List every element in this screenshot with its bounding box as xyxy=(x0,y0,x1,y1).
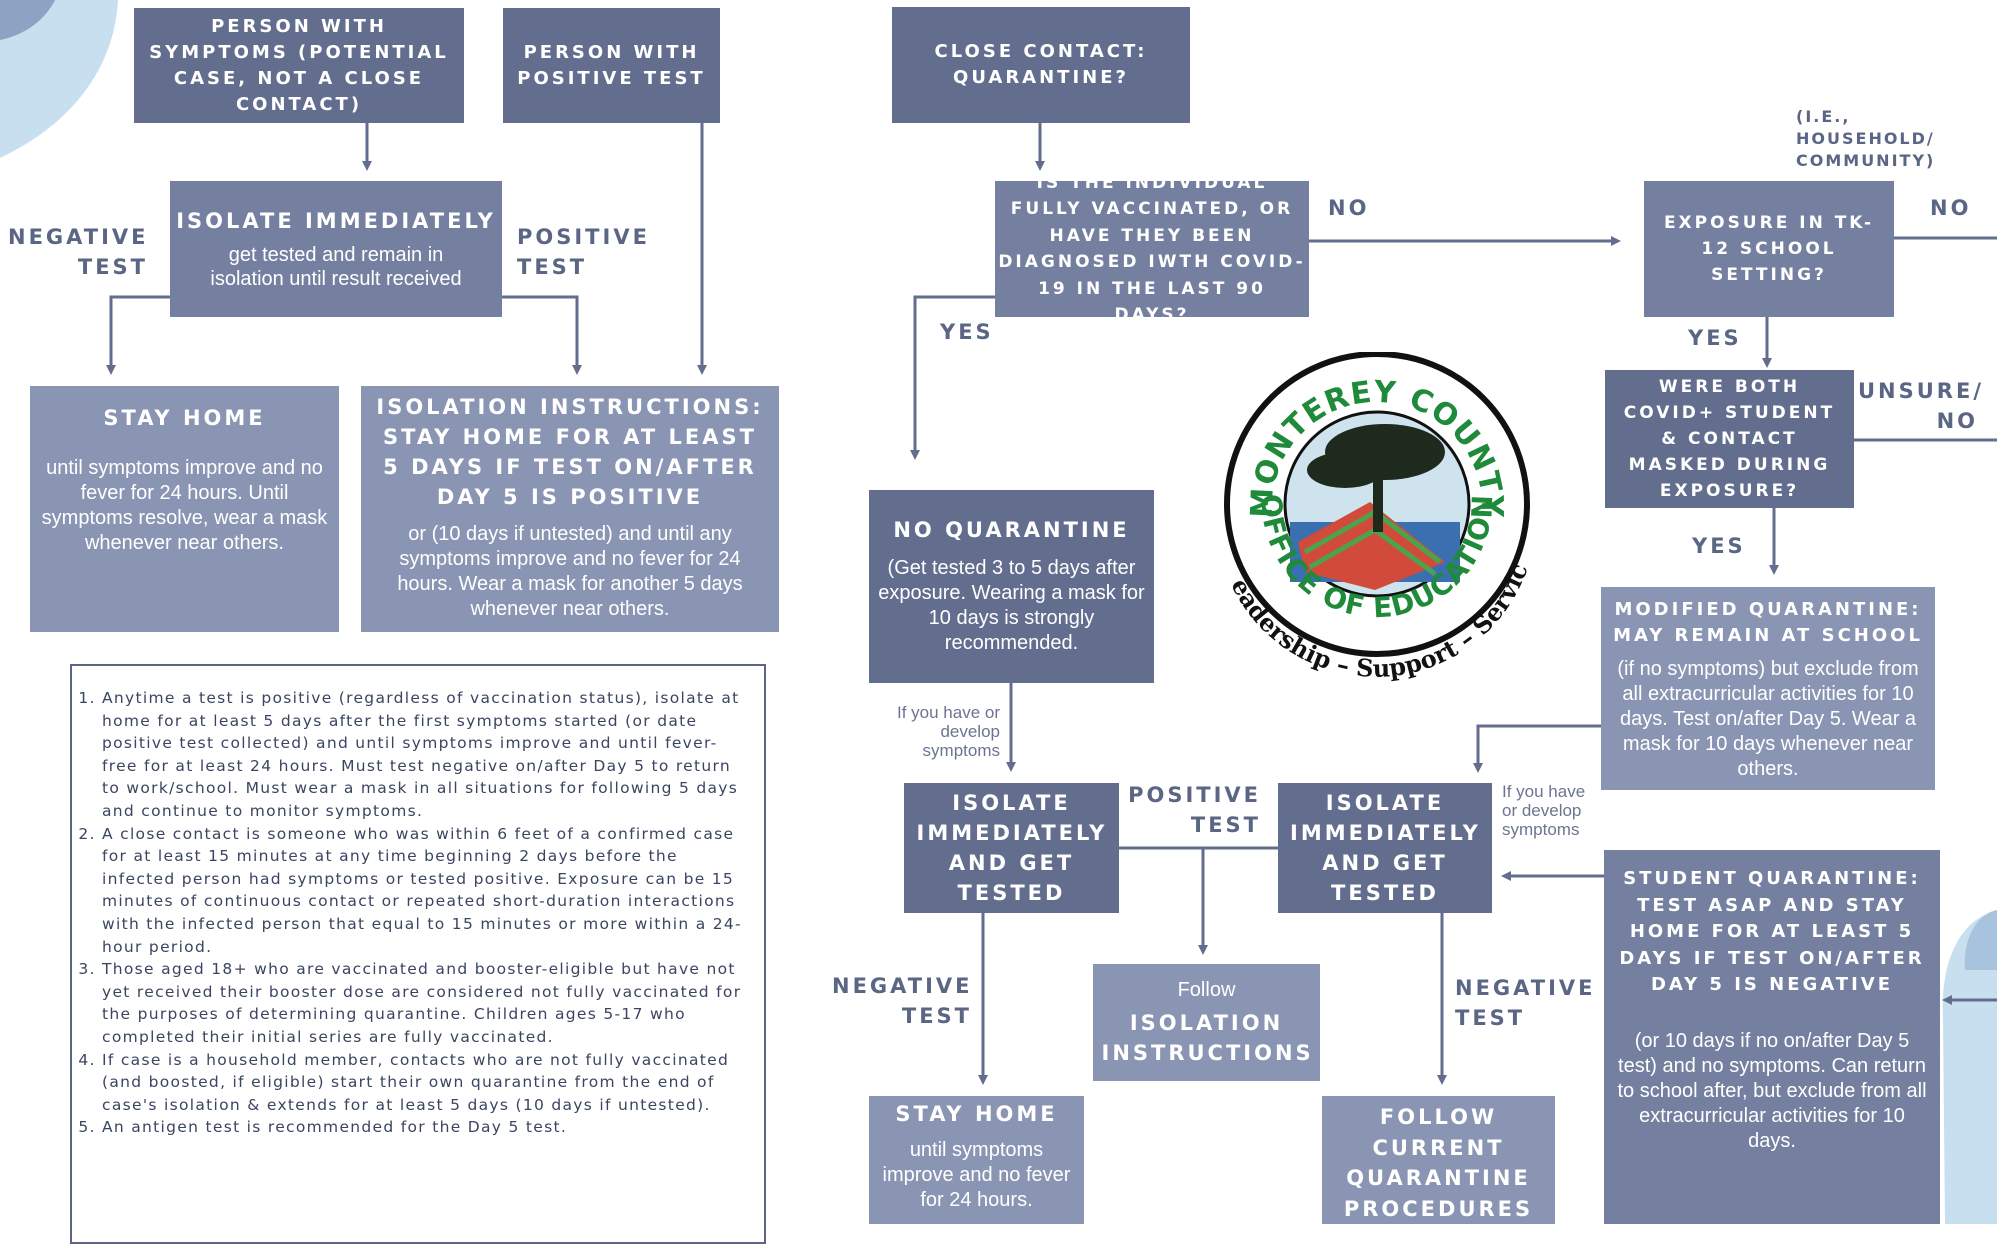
isolation-instructions-body: or (10 days if untested) and until any s… xyxy=(397,523,743,620)
yes-label-vaccinated: YES xyxy=(940,320,994,344)
modified-quarantine-title: MODIFIED QUARANTINE: MAY REMAIN AT SCHOO… xyxy=(1613,599,1923,646)
student-quarantine-box: STUDENT QUARANTINE: TEST ASAP AND STAY H… xyxy=(1604,850,1940,1224)
decorative-blob-bottom-right xyxy=(1942,910,1997,1224)
masked-question-text: WERE BOTH COVID+ STUDENT & CONTACT MASKE… xyxy=(1623,377,1836,501)
student-quarantine-title: STUDENT QUARANTINE: TEST ASAP AND STAY H… xyxy=(1619,868,1925,995)
isolate-immediately-body: get tested and remain in isolation until… xyxy=(210,244,462,290)
masked-question-box: WERE BOTH COVID+ STUDENT & CONTACT MASKE… xyxy=(1605,370,1854,508)
close-contact-box: CLOSE CONTACT: QUARANTINE? xyxy=(892,7,1190,123)
yes-label-tk12: YES xyxy=(1688,326,1742,350)
unsure-no-label: UNSURE/ NO xyxy=(1858,379,1984,433)
follow-isolation-box: Follow ISOLATION INSTRUCTIONS xyxy=(1093,964,1320,1081)
stay-home-body: until symptoms improve and no fever for … xyxy=(41,457,328,554)
monterey-county-office-of-education-logo: MONTEREY COUNTY OFFICE OF EDUCATION Lead… xyxy=(1210,352,1534,682)
footnote-item: Anytime a test is positive (regardless o… xyxy=(102,687,746,823)
if-symptoms-note-1: If you have or develop symptoms xyxy=(896,703,1000,760)
left-positive-test-label: POSITIVE TEST xyxy=(517,225,650,279)
isolate-immediately-title: ISOLATE IMMEDIATELY xyxy=(176,209,496,233)
stay-home-box-right: STAY HOME until symptoms improve and no … xyxy=(869,1096,1084,1224)
decorative-blob-top-left xyxy=(0,0,118,158)
modified-quarantine-body: (if no symptoms) but exclude from all ex… xyxy=(1617,658,1919,780)
no-label-tk12: NO xyxy=(1930,196,1972,220)
footnotes-box: Anytime a test is positive (regardless o… xyxy=(70,664,766,1244)
vaccinated-question-box: IS THE INDIVIDUAL FULLY VACCINATED, OR H… xyxy=(995,173,1309,325)
isolate-immediately-box: ISOLATE IMMEDIATELY get tested and remai… xyxy=(170,181,502,317)
isolate-and-test-text-2: ISOLATE IMMEDIATELY AND GET TESTED xyxy=(1290,791,1481,905)
close-contact-text: CLOSE CONTACT: QUARANTINE? xyxy=(934,41,1148,88)
footnotes-list: Anytime a test is positive (regardless o… xyxy=(80,687,746,1139)
no-label-vaccinated: NO xyxy=(1328,196,1370,220)
footnote-item: A close contact is someone who was withi… xyxy=(102,823,746,959)
follow-quarantine-text: FOLLOW CURRENT QUARANTINE PROCEDURES xyxy=(1343,1105,1534,1221)
no-quarantine-box: NO QUARANTINE (Get tested 3 to 5 days af… xyxy=(869,490,1154,683)
if-symptoms-note-2: If you have or develop symptoms xyxy=(1502,782,1586,839)
person-with-symptoms-box: PERSON WITH SYMPTOMS (POTENTIAL CASE, NO… xyxy=(134,8,464,123)
person-with-symptoms-text: PERSON WITH SYMPTOMS (POTENTIAL CASE, NO… xyxy=(149,15,449,115)
no-quarantine-body: (Get tested 3 to 5 days after exposure. … xyxy=(878,557,1145,654)
student-quarantine-body: (or 10 days if no on/after Day 5 test) a… xyxy=(1617,1029,1927,1152)
modified-quarantine-box: MODIFIED QUARANTINE: MAY REMAIN AT SCHOO… xyxy=(1601,587,1935,790)
follow-word: Follow xyxy=(1177,978,1236,1001)
follow-quarantine-box: FOLLOW CURRENT QUARANTINE PROCEDURES xyxy=(1322,1096,1555,1224)
person-with-positive-test-text: PERSON WITH POSITIVE TEST xyxy=(517,41,706,89)
stay-home-box: STAY HOME until symptoms improve and no … xyxy=(30,386,339,632)
tk12-question-box: EXPOSURE IN TK-12 SCHOOL SETTING? xyxy=(1644,181,1894,317)
follow-isolation-title: ISOLATION INSTRUCTIONS xyxy=(1101,1010,1314,1065)
no-quarantine-title: NO QUARANTINE xyxy=(893,518,1130,542)
footnote-item: If case is a household member, contacts … xyxy=(102,1049,746,1117)
tk12-question-text: EXPOSURE IN TK-12 SCHOOL SETTING? xyxy=(1663,213,1875,285)
negative-test-label-right-2: NEGATIVE TEST xyxy=(1455,976,1596,1030)
isolation-instructions-title: ISOLATION INSTRUCTIONS: STAY HOME FOR AT… xyxy=(376,395,764,509)
stay-home-title: STAY HOME xyxy=(103,406,266,430)
footnote-item: Those aged 18+ who are vaccinated and bo… xyxy=(102,958,746,1048)
person-with-positive-test-box: PERSON WITH POSITIVE TEST xyxy=(503,8,720,123)
footnote-item: An antigen test is recommended for the D… xyxy=(102,1116,746,1139)
left-negative-test-label: NEGATIVE TEST xyxy=(8,225,149,279)
vaccinated-question-text: IS THE INDIVIDUAL FULLY VACCINATED, OR H… xyxy=(998,172,1306,326)
isolate-and-test-box-2: ISOLATE IMMEDIATELY AND GET TESTED xyxy=(1278,783,1492,913)
stay-home-title-right: STAY HOME xyxy=(895,1102,1058,1126)
isolate-and-test-box-1: ISOLATE IMMEDIATELY AND GET TESTED xyxy=(904,783,1119,913)
yes-label-masked: YES xyxy=(1692,534,1746,558)
household-note: (I.E., HOUSEHOLD/ COMMUNITY) xyxy=(1796,107,1936,170)
isolation-instructions-box: ISOLATION INSTRUCTIONS: STAY HOME FOR AT… xyxy=(361,386,779,632)
negative-test-label-right-1: NEGATIVE TEST xyxy=(832,974,973,1028)
positive-test-label-right: POSITIVE TEST xyxy=(1128,783,1261,837)
stay-home-body-right: until symptoms improve and no fever for … xyxy=(882,1139,1071,1211)
isolate-and-test-text-1: ISOLATE IMMEDIATELY AND GET TESTED xyxy=(916,791,1108,905)
